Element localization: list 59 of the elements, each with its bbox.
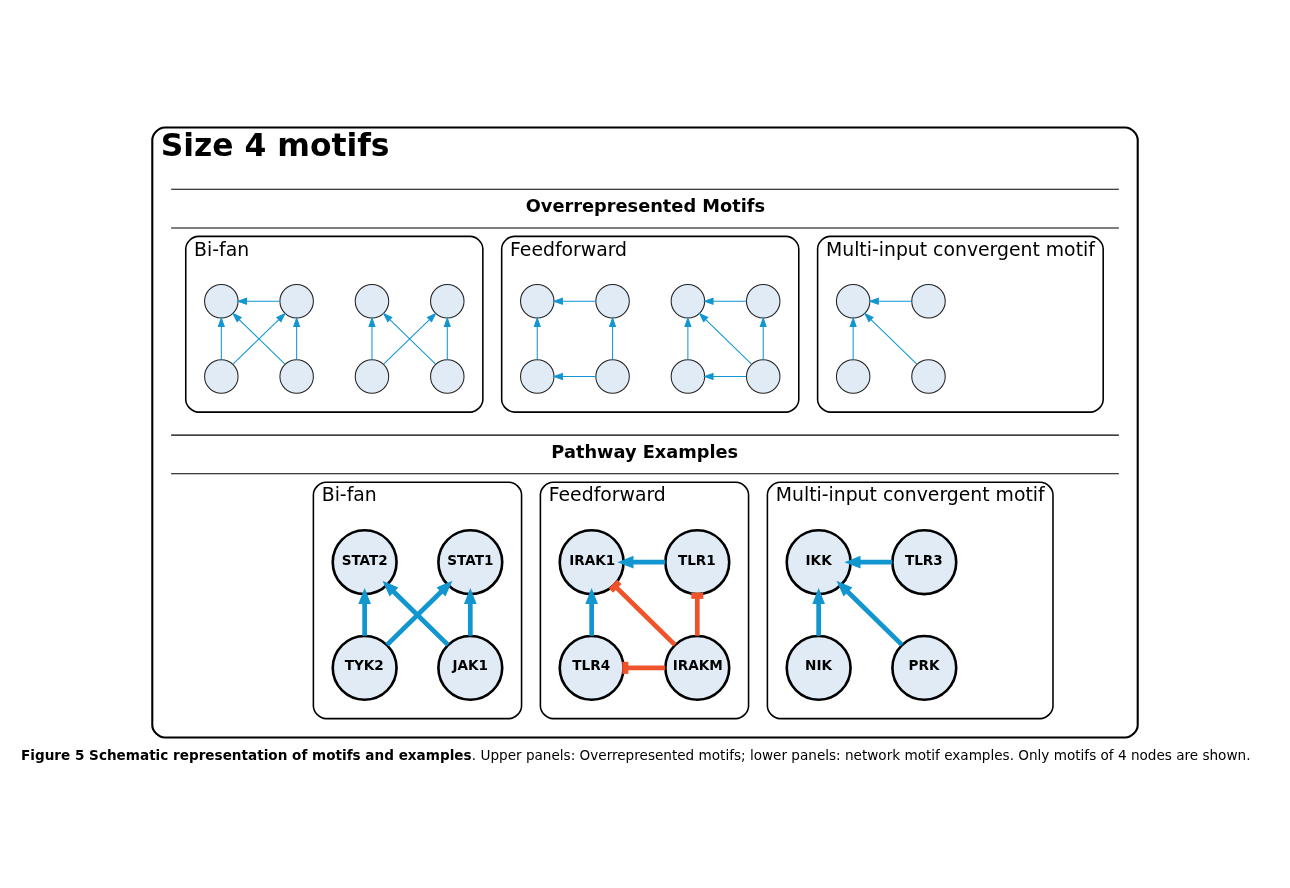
arrow [703,297,747,305]
node-circle: TLR3 [891,529,958,596]
node-circle [279,283,314,319]
node-circle [911,359,946,394]
arrow [698,312,752,365]
node-circle: TLR4 [558,634,625,702]
cluster: Bi-fan [184,235,484,413]
node-circle [595,359,630,394]
node-circle: NIK [785,634,852,702]
node-circle [745,359,781,394]
node-circle [670,359,706,394]
arrow [844,555,893,569]
node-circle: JAK1 [437,634,504,702]
arrow [552,297,597,305]
node-circle [835,359,871,394]
node-circle [520,283,555,319]
arrow [703,372,747,381]
node-circle: TYK2 [331,634,398,702]
arrow [443,316,451,361]
arrow [759,316,767,361]
node-circle [595,283,630,319]
node-circle [354,283,390,319]
node-circle [520,359,555,394]
node-text: Overrepresented Motifs [525,195,766,217]
node-circle [204,359,239,394]
arrow [849,316,857,361]
arrow [863,312,918,365]
node-circle [279,359,314,394]
node-text: Pathway Examples [551,441,739,463]
node-circle [204,283,239,319]
arrow [552,372,597,381]
arrow [836,580,904,647]
arrow [463,587,477,636]
arrow [617,555,666,569]
cluster: Feedforward [500,235,800,413]
arrow [236,297,281,305]
node-circle [835,283,871,319]
arrow [217,316,225,361]
node-circle [430,283,465,319]
arrow [684,316,692,361]
arrow [608,316,617,361]
connector [691,592,704,636]
arrow [368,316,376,361]
node-circle [745,283,781,319]
node-circle [670,283,706,319]
node-circle: IRAKM [664,634,731,702]
caption: Figure 5 Schematic representation of motifs and examples. Upper panels: Overrepresented motifs; lower panels: network motif examples. Only motifs of 4 nodes are shown. [21,746,1251,763]
node-circle: PRK [891,634,958,702]
cluster: Multi-input convergent motif [816,235,1104,413]
connector [608,579,677,647]
node-circle [911,283,946,319]
node-circle [430,359,465,394]
arrow [585,587,598,636]
node-circle [354,359,390,394]
arrow [533,316,541,361]
arrow [292,316,301,361]
arrow [812,587,825,636]
arrow [358,587,371,636]
arrow [868,297,913,305]
